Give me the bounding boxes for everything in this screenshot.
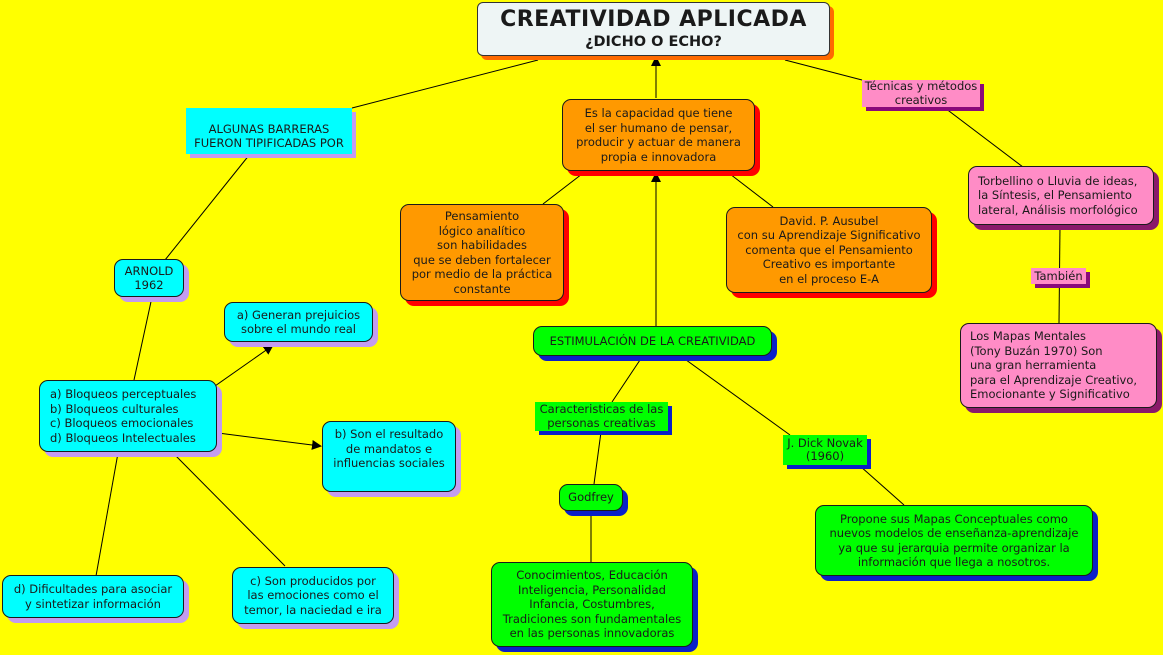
estimulacion-node: ESTIMULACIÓN DE LA CREATIVIDAD xyxy=(533,326,772,356)
tecnicas-label: Técnicas y métodos creativos xyxy=(862,79,980,107)
bloqueo-c-node: c) Son producidos por las emociones como… xyxy=(232,567,394,624)
bloqueo-b-node: b) Son el resultado de mandatos e influe… xyxy=(322,421,456,492)
definicion-node: Es la capacidad que tiene el ser humano … xyxy=(562,99,755,171)
arnold-node: ARNOLD 1962 xyxy=(114,259,184,297)
main-title-node: CREATIVIDAD APLICADA ¿DICHO O ECHO? xyxy=(477,2,830,56)
torbellino-node: Torbellino o Lluvia de ideas, la Síntesi… xyxy=(968,166,1154,225)
main-subtitle: ¿DICHO O ECHO? xyxy=(585,34,722,50)
bloqueo-a-node: a) Generan prejuicios sobre el mundo rea… xyxy=(224,302,373,342)
conocimientos-node: Conocimientos, Educación Inteligencia, P… xyxy=(491,562,693,647)
pensamiento-node: Pensamiento lógico analítico son habilid… xyxy=(400,204,564,301)
bloqueo-d-node: d) Dificultades para asociar y sintetiza… xyxy=(2,575,184,618)
godfrey-node: Godfrey xyxy=(559,484,623,511)
novak-label: J. Dick Novak (1960) xyxy=(783,435,867,465)
propone-node: Propone sus Mapas Conceptuales como nuev… xyxy=(815,505,1093,576)
tambien-label: También xyxy=(1031,268,1086,284)
barreras-label: ALGUNAS BARRERAS FUERON TIPIFICADAS POR xyxy=(186,108,352,154)
main-title: CREATIVIDAD APLICADA xyxy=(500,7,807,32)
ausubel-node: David. P. Ausubel con su Aprendizaje Sig… xyxy=(726,207,932,293)
mapas-mentales-node: Los Mapas Mentales (Tony Buzán 1970) Son… xyxy=(960,323,1157,408)
caracteristicas-label: Caracteristicas de las personas creativa… xyxy=(535,402,668,431)
bloqueos-node: a) Bloqueos perceptuales b) Bloqueos cul… xyxy=(39,380,217,452)
